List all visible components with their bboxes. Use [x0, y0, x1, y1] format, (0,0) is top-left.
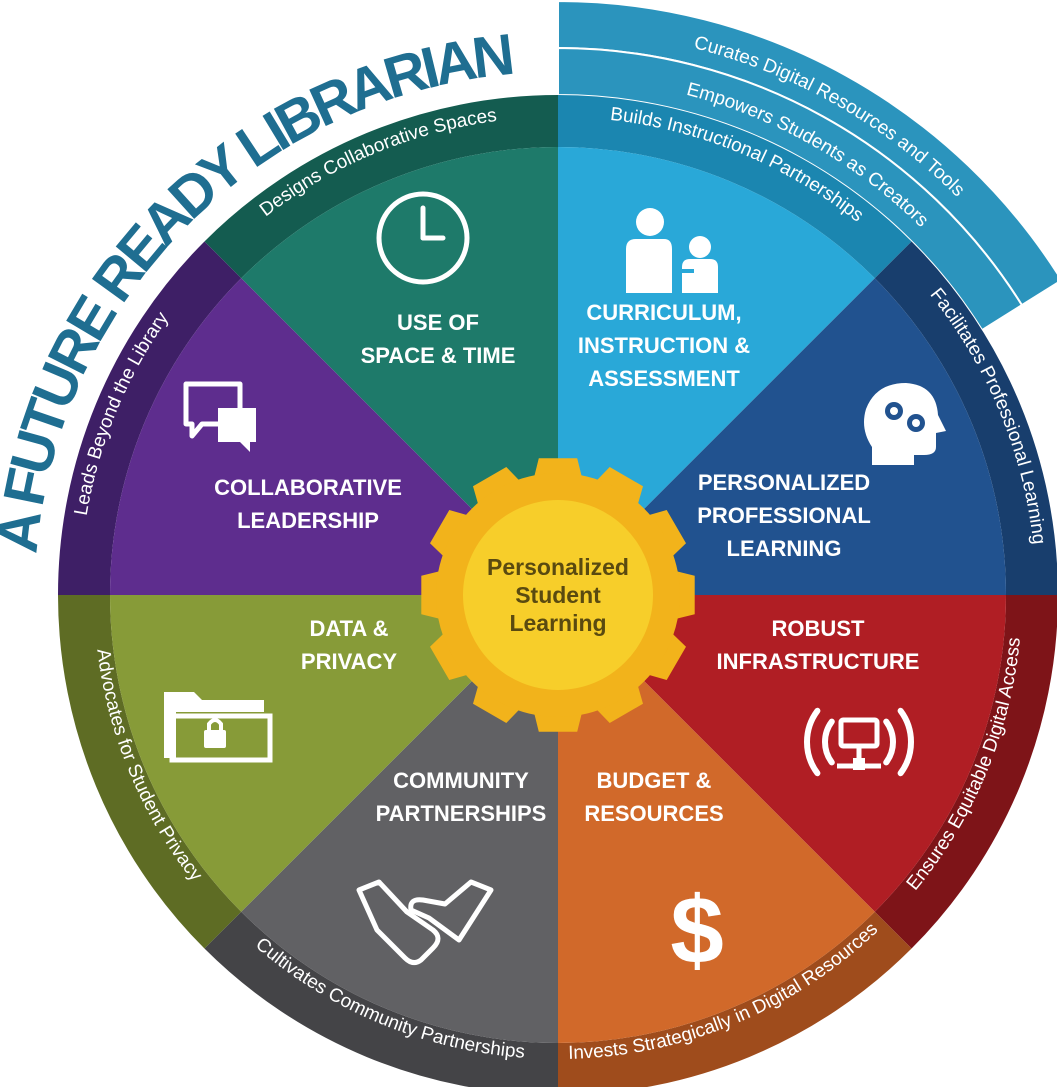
ring-segment-community-partnerships [204, 911, 558, 1087]
segment-label-data-and-privacy: DATA &PRIVACY [301, 616, 397, 674]
ring-segment-data-and-privacy [58, 595, 242, 949]
ring-segment-curriculum-instruction-assessment [558, 95, 912, 279]
segment-icons: $ [164, 191, 946, 984]
ring-segment-robust-infrastructure [874, 595, 1057, 949]
clock-icon [376, 191, 470, 285]
segment-label-budget-and-resources: BUDGET &RESOURCES [584, 768, 723, 826]
handshake-icon [356, 879, 494, 966]
svg-text:$: $ [670, 877, 723, 984]
network-signal-icon [804, 707, 914, 777]
dollar-icon: $ [670, 877, 723, 984]
segment-label-curriculum-instruction-assessment: CURRICULUM,INSTRUCTION &ASSESSMENT [578, 300, 750, 391]
ring-segment-collaborative-leadership [58, 241, 242, 596]
gear-core [463, 500, 653, 690]
chat-bubbles-icon [183, 381, 256, 452]
locked-folder-icon [164, 692, 273, 763]
ring-segment-personalized-professional-learning [874, 241, 1057, 595]
ring-segment-budget-and-resources [558, 911, 912, 1087]
ring-segment-use-of-space-and-time [204, 95, 559, 279]
head-gears-icon [864, 383, 946, 465]
teacher-student-icon [626, 208, 718, 293]
